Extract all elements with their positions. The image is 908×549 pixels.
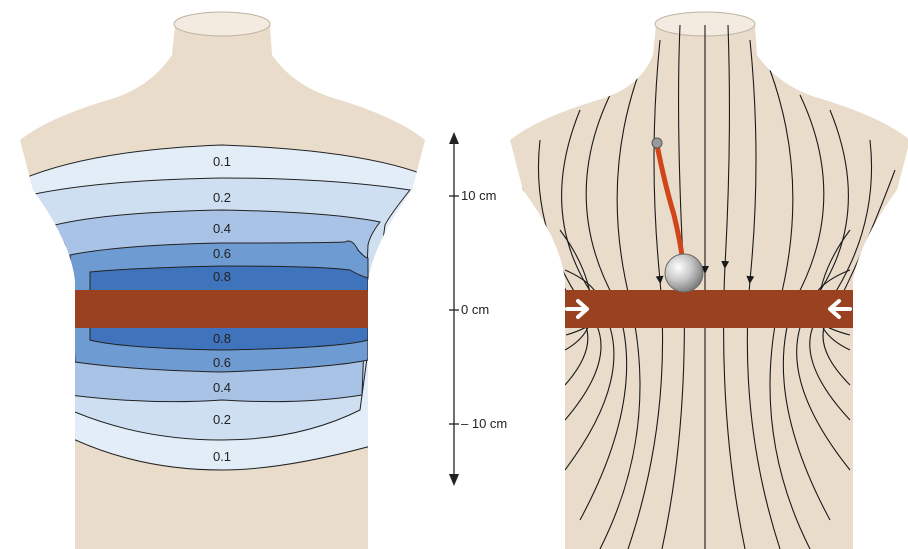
contour-label-top-0.8: 0.8	[213, 269, 231, 284]
contour-label-top-0.2: 0.2	[213, 190, 231, 205]
left-neck-top	[174, 12, 270, 36]
contour-label-top-0.6: 0.6	[213, 246, 231, 261]
left-electrode-band	[75, 290, 368, 328]
scale-label-minus10cm: – 10 cm	[461, 416, 507, 431]
left-torso: 0.1 0.2 0.4 0.6 0.8 0.8 0.6 0.4 0.2 0.1	[20, 12, 425, 549]
contour-label-bottom-0.4: 0.4	[213, 380, 231, 395]
scale-arrow-up-icon	[449, 132, 459, 144]
scale-arrow-down-icon	[449, 474, 459, 486]
scale-label-10cm: 10 cm	[461, 188, 496, 203]
contour-label-top-0.4: 0.4	[213, 221, 231, 236]
scale-bar: 10 cm 0 cm – 10 cm	[449, 132, 507, 486]
contour-label-bottom-0.8: 0.8	[213, 331, 231, 346]
catheter-tip	[652, 138, 662, 148]
contour-label-bottom-0.1: 0.1	[213, 449, 231, 464]
sensor-ball	[665, 254, 703, 292]
scale-label-0cm: 0 cm	[461, 302, 489, 317]
contour-label-bottom-0.6: 0.6	[213, 355, 231, 370]
contour-label-bottom-0.2: 0.2	[213, 412, 231, 427]
contour-label-top-0.1: 0.1	[213, 154, 231, 169]
right-electrode-band	[565, 290, 853, 328]
right-torso	[510, 12, 908, 549]
